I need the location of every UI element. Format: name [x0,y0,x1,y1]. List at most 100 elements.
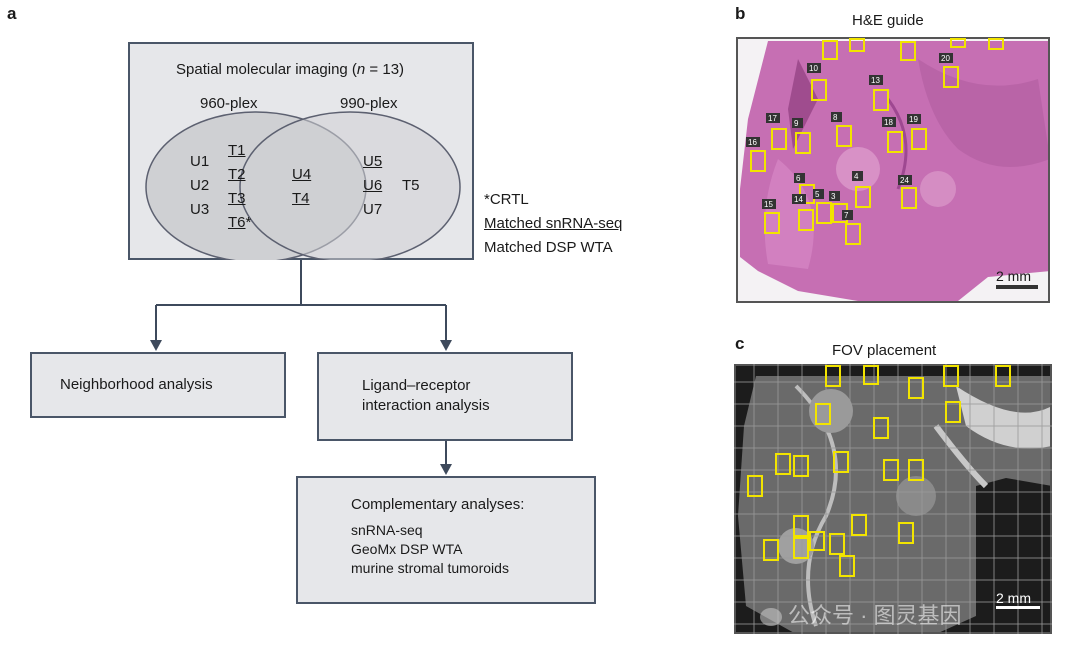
he-fov-box [988,38,1004,50]
venn-item-t5: T5 [402,177,420,194]
he-fov-number: 7 [844,211,849,220]
fov-box [943,365,959,387]
venn-right-label: 990-plex [340,95,398,112]
fov-box [839,555,855,577]
he-fov-box [764,212,780,234]
venn-item-u1: U1 [190,153,210,170]
legend-crtl: *CRTL [484,191,529,208]
fov-box [851,514,867,536]
he-fov-box [950,38,966,48]
he-fov-box [845,223,861,245]
he-fov-number: 8 [833,113,838,122]
he-fov-box [816,202,832,224]
venn-item-u7: U7 [363,201,383,218]
he-fov-number: 9 [794,119,799,128]
spatial-imaging-title: Spatial molecular imaging (n = 13) [176,61,405,78]
he-fov-overlay: 10 13 20 17 9 8 18 19 16 6 4 24 5 3 14 1… [746,38,1038,289]
fov-box [747,475,763,497]
fov-box [793,515,809,537]
fov-box [908,459,924,481]
venn-item-u2: U2 [190,177,210,194]
he-fov-number: 17 [768,114,777,123]
he-scale-bar [996,285,1038,289]
fov-box [873,417,889,439]
venn-item-u6: U6 [363,177,383,194]
he-fov-box [900,41,916,61]
he-fov-box [887,131,903,153]
he-fov-box [798,209,814,231]
neighborhood-box [30,352,286,418]
venn-item-t1: T1 [228,142,246,159]
panel-a-letter: a [7,4,17,23]
watermark: 公众号 · 图灵基因 [760,598,962,630]
complementary-item-tumoroids: murine stromal tumoroids [351,560,509,576]
fov-box [815,403,831,425]
venn-item-t3: T3 [228,190,246,207]
fov-box [995,365,1011,387]
fov-box [763,539,779,561]
he-fov-box [873,89,889,111]
venn-item-t6: T6* [228,214,252,231]
he-fov-number: 3 [831,192,836,201]
fov-box [908,377,924,399]
fov-box [775,453,791,475]
he-fov-box [911,128,927,150]
fov-box [793,455,809,477]
he-guide-title: H&E guide [852,12,924,29]
he-fov-box [822,40,838,60]
venn-item-u3: U3 [190,201,210,218]
he-fov-number: 24 [900,176,909,185]
fov-box [945,401,961,423]
fov-box [898,522,914,544]
wechat-icon [760,608,782,627]
he-fov-number: 4 [854,172,859,181]
he-fov-box [943,66,959,88]
legend-snrna: Matched snRNA-seq [484,215,623,232]
he-fov-number: 5 [815,190,820,199]
he-fov-box [750,150,766,172]
fov-box [809,531,825,551]
he-scale-label: 2 mm [996,268,1031,284]
he-fov-box [901,187,917,209]
venn-item-u5: U5 [363,153,383,170]
fov-scale-label: 2 mm [996,590,1031,606]
legend-dsp: Matched DSP WTA [484,239,613,256]
venn-item-t2: T2 [228,166,246,183]
fov-box [829,533,845,555]
he-fov-box [771,128,787,150]
venn-diagram [145,111,461,260]
he-fov-box [811,79,827,101]
neighborhood-label: Neighborhood analysis [60,376,213,393]
complementary-item-snrna: snRNA-seq [351,522,423,538]
flow-arrows [150,260,452,475]
he-tissue [740,41,1048,301]
fov-tissue [738,376,1050,632]
fov-box [863,365,879,385]
ligand-receptor-box [317,352,573,441]
venn-right-circle [239,111,461,260]
ligand-label-line1: Ligand–receptor [362,377,471,394]
fov-placement-title: FOV placement [832,342,937,359]
he-fov-box [795,132,811,154]
he-fov-number: 13 [871,76,880,85]
fov-box [833,451,849,473]
fov-grid-overlay [734,364,1052,634]
he-fov-number: 18 [884,118,893,127]
fov-scale-bar [996,606,1040,609]
he-image [736,37,1050,303]
panel-c-letter: c [735,334,745,353]
panel-b-letter: b [735,4,746,23]
he-fov-box [849,38,865,52]
he-fov-number: 14 [794,195,803,204]
complementary-item-geomx: GeoMx DSP WTA [351,541,463,557]
he-fov-number: 16 [748,138,757,147]
fov-box [793,537,809,559]
fov-image [734,364,1052,634]
venn-left-label: 960-plex [200,95,258,112]
he-fov-box [855,186,871,208]
he-fov-number: 10 [809,64,818,73]
complementary-box [296,476,596,604]
fov-box [825,365,841,387]
he-fov-number: 19 [909,115,918,124]
he-fov-number: 20 [941,54,950,63]
